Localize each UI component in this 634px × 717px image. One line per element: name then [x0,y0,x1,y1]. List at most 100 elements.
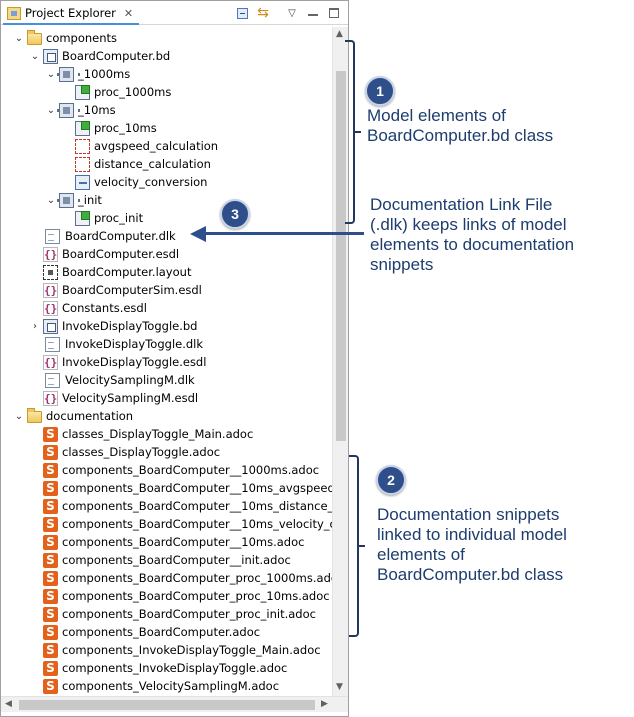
project-explorer-view: Project Explorer ✕ ⇆ ▽ ⌄components⌄Board… [0,0,349,717]
spacer [61,86,73,98]
scroll-right-icon[interactable]: ▶ [321,699,328,709]
tree-item-label: components_BoardComputer_proc_init.adoc [62,607,316,621]
tree-item[interactable]: distance_calculation [61,155,211,173]
callout-badge-3: 3 [220,199,250,229]
tree-item-label: _10ms [78,103,116,117]
collapse-all-icon[interactable] [234,5,250,21]
file-icon [45,372,60,388]
scroll-up-icon[interactable]: ▲ [336,29,343,39]
tree-item[interactable]: ⌄ _10ms [45,101,116,119]
view-header: Project Explorer ✕ ⇆ ▽ [1,1,348,25]
spacer [61,140,73,152]
tree-item[interactable]: velocity_conversion [61,173,207,191]
asciidoc-file-icon: S [43,552,58,568]
tree-item[interactable]: {}BoardComputer.esdl [29,245,179,263]
minimize-icon[interactable] [305,5,321,21]
tree-item[interactable]: {} BoardComputerSim.esdl [29,281,202,299]
spacer [29,464,41,476]
callout-arrow-line [204,232,364,235]
tree-item[interactable]: {}Constants.esdl [29,299,147,317]
tree-item[interactable]: BoardComputer.dlk [29,227,176,245]
asciidoc-file-icon: S [43,624,58,640]
tree-item[interactable]: ⌄ BoardComputer.bd [29,47,170,65]
asciidoc-file-icon: S [43,588,58,604]
tree-item[interactable]: {}VelocitySamplingM.esdl [29,389,198,407]
collapse-icon[interactable]: ⌄ [46,104,56,116]
spacer [29,536,41,548]
tab-label: Project Explorer [25,6,116,20]
link-with-editor-icon[interactable]: ⇆ [257,5,269,21]
spacer [29,626,41,638]
vertical-scroll-thumb[interactable] [336,71,346,441]
callout-badge-1: 1 [365,76,395,106]
tree-item[interactable]: proc_10ms [61,119,157,137]
tree-item-label: distance_calculation [94,157,211,171]
tree-item-label: BoardComputer.bd [62,49,171,63]
collapse-icon[interactable]: ⌄ [14,32,24,44]
collapse-icon[interactable]: ⌄ [14,410,24,422]
tree-item[interactable]: avgspeed_calculation [61,137,218,155]
tree-item[interactable]: BoardComputer.layout [29,263,191,281]
callout-arrow-head [190,226,206,242]
tree-item[interactable]: ⌄components [13,29,117,47]
tree-item-label: components_BoardComputer_proc_10ms.adoc [62,589,330,603]
tree-item[interactable]: ⌄_init [45,191,102,209]
view-menu-icon[interactable]: ▽ [288,7,296,19]
tree-item-label: Constants.esdl [62,301,147,315]
tree-item-label: components_InvokeDisplayToggle_Main.adoc [62,643,321,657]
asciidoc-file-icon: S [43,678,58,694]
tree-item-label: components_BoardComputer__10ms_velocity_… [62,517,332,531]
collapse-icon[interactable]: ⌄ [46,68,56,80]
spacer [29,644,41,656]
tab-project-explorer[interactable]: Project Explorer ✕ [3,3,140,25]
tree-item-label: BoardComputerSim.esdl [62,283,202,297]
tree-item-label: VelocitySamplingM.esdl [62,391,199,405]
tree-item-label: velocity_conversion [94,175,208,189]
close-icon[interactable]: ✕ [123,6,134,20]
tree-item[interactable]: ›InvokeDisplayToggle.bd [29,317,197,335]
vertical-scrollbar[interactable]: ▲ ▼ [332,27,348,696]
expand-icon[interactable]: › [33,320,37,332]
tree-item[interactable]: VelocitySamplingM.dlk [29,371,195,389]
spacer [29,554,41,566]
maximize-icon[interactable] [326,5,342,21]
folder-open-icon [27,408,42,423]
dashed-block-icon [75,138,90,154]
spacer [29,482,41,494]
tree-item[interactable]: ⌄documentation [13,407,133,425]
scroll-left-icon[interactable]: ◀ [5,699,12,709]
tree-item[interactable]: InvokeDisplayToggle.dlk [29,335,203,353]
horizontal-scrollbar[interactable]: ◀ ▶ [1,696,348,712]
horizontal-scroll-thumb[interactable] [19,700,315,710]
callout-badge-2: 2 [376,465,406,495]
file-icon [45,228,60,244]
tree-item[interactable]: ⌄_1000ms [45,65,130,83]
scroll-down-icon[interactable]: ▼ [336,682,343,692]
tree-item-label: VelocitySamplingM.dlk [65,373,195,387]
collapse-icon[interactable]: ⌄ [30,50,40,62]
spacer [29,356,41,368]
tree-item-label: components_BoardComputer__10ms.adoc [62,535,305,549]
esdl-file-icon: {} [43,282,58,298]
asciidoc-file-icon: S [43,642,58,658]
collapse-icon[interactable]: ⌄ [46,194,56,206]
tree-item[interactable]: proc_init [61,209,143,227]
tree-item[interactable]: {}InvokeDisplayToggle.esdl [29,353,206,371]
tree-item[interactable]: proc_1000ms [61,83,171,101]
